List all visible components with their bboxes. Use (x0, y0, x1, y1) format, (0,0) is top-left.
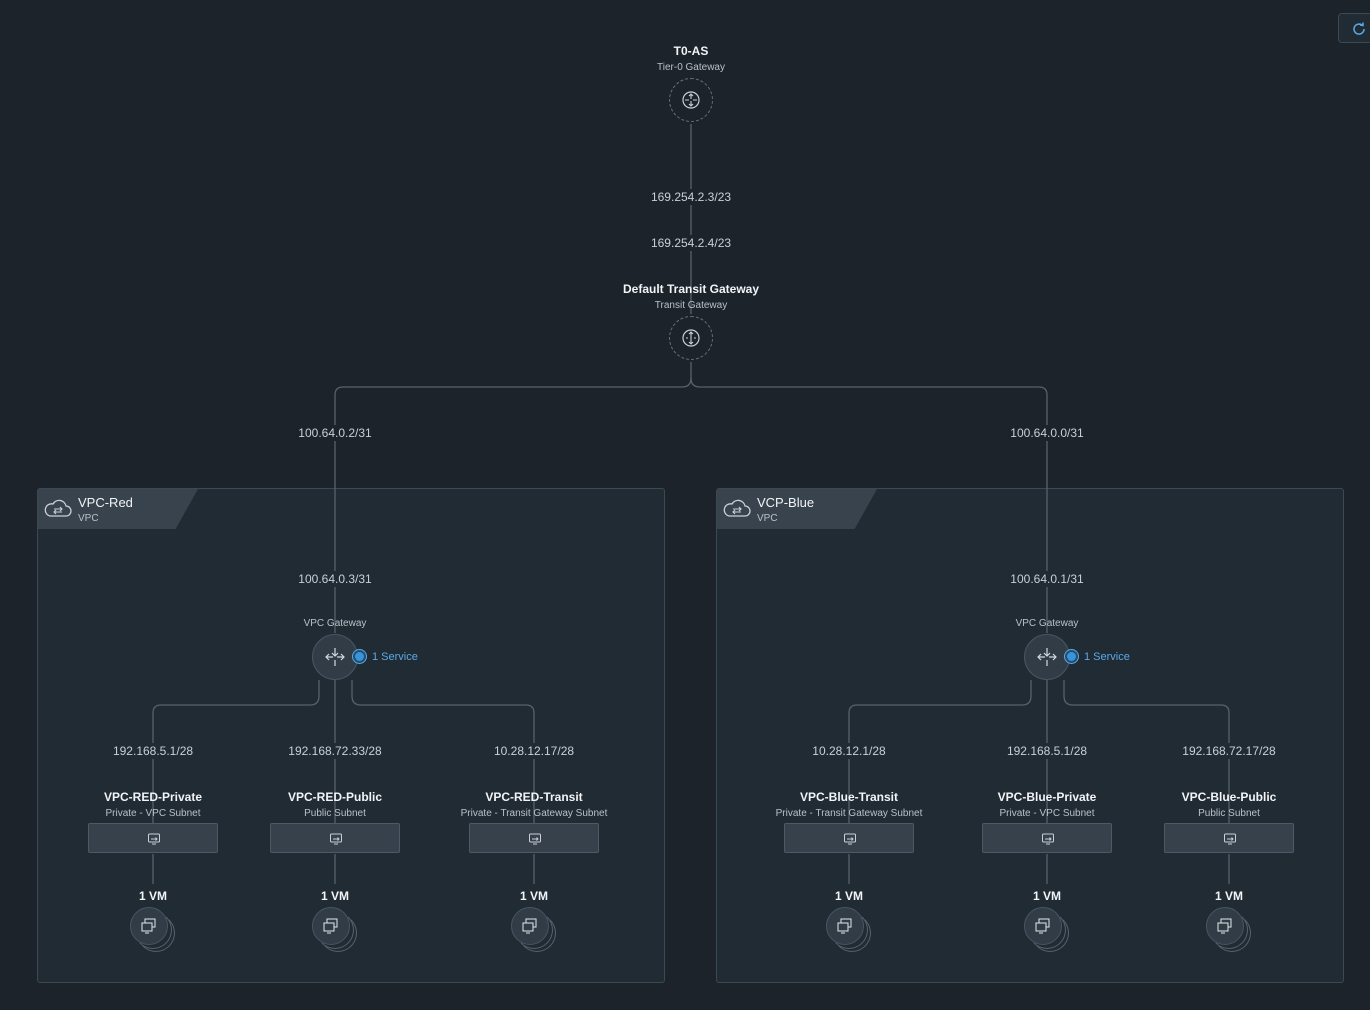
cloud-icon (723, 499, 751, 517)
vm-stack-ring (518, 914, 556, 952)
vpc-transit-ip: 100.64.0.0/31 (1008, 425, 1086, 441)
transit-gateway-type: Transit Gateway (654, 300, 728, 311)
vm-icon (323, 918, 338, 934)
vm-stack-ring (319, 914, 357, 952)
subnet-icon (529, 833, 541, 845)
vm-stack-ring (833, 914, 871, 952)
vm-node[interactable] (1206, 907, 1244, 945)
vpc-type: VPC (78, 513, 99, 524)
transit-gateway-node[interactable] (669, 316, 713, 360)
vm-icon (522, 918, 537, 934)
vm-node[interactable] (1024, 907, 1062, 945)
subnet-node[interactable] (1164, 823, 1294, 853)
subnet-node[interactable] (982, 823, 1112, 853)
vm-icon (1035, 918, 1050, 934)
service-dot-icon (353, 650, 366, 663)
subnet-ip: 10.28.12.1/28 (810, 743, 888, 759)
vpc-header-tab[interactable] (38, 489, 198, 529)
cloud-icon (44, 499, 72, 517)
vpc-container-blue: VCP-Blue VPC (716, 488, 1344, 983)
subnet-type: Public Subnet (1198, 808, 1260, 819)
vpc-container-red: VPC-Red VPC (37, 488, 665, 983)
vpc-gateway-node[interactable] (312, 634, 358, 680)
vm-stack-ring (1213, 914, 1251, 952)
vm-count[interactable]: 1 VM (138, 889, 168, 903)
subnet-type: Private - Transit Gateway Subnet (460, 808, 608, 819)
subnet-ip: 10.28.12.17/28 (491, 743, 577, 759)
vm-node[interactable] (130, 907, 168, 945)
vm-icon (1217, 918, 1232, 934)
subnet-name[interactable]: VPC-Blue-Transit (799, 790, 899, 804)
vpc-gateway-icon (1037, 648, 1057, 666)
subnet-name[interactable]: VPC-RED-Transit (485, 790, 583, 804)
refresh-button[interactable] (1338, 13, 1370, 43)
subnet-name[interactable]: VPC-Blue-Private (997, 790, 1097, 804)
subnet-type: Private - VPC Subnet (105, 808, 201, 819)
vm-stack-ring (1210, 911, 1248, 949)
vm-count[interactable]: 1 VM (519, 889, 549, 903)
vm-stack-ring (137, 914, 175, 952)
service-indicator[interactable]: 1 Service (1065, 650, 1130, 663)
vm-stack-ring (830, 911, 868, 949)
subnet-name[interactable]: VPC-RED-Private (103, 790, 203, 804)
vm-count[interactable]: 1 VM (1032, 889, 1062, 903)
vm-node[interactable] (511, 907, 549, 945)
subnet-ip: 192.168.72.17/28 (1180, 743, 1278, 759)
subnet-type: Public Subnet (304, 808, 366, 819)
vpc-gateway-node[interactable] (1024, 634, 1070, 680)
subnet-type: Private - VPC Subnet (999, 808, 1095, 819)
vm-count[interactable]: 1 VM (320, 889, 350, 903)
refresh-icon (1353, 22, 1365, 35)
subnet-node[interactable] (270, 823, 400, 853)
vpc-gateway-icon (325, 648, 345, 666)
vm-node[interactable] (826, 907, 864, 945)
subnet-ip: 192.168.5.1/28 (110, 743, 196, 759)
vm-stack-ring (1031, 914, 1069, 952)
service-dot-icon (1065, 650, 1078, 663)
transit-gateway-name[interactable]: Default Transit Gateway (622, 282, 760, 296)
vm-count[interactable]: 1 VM (1214, 889, 1244, 903)
subnet-icon (844, 833, 856, 845)
subnet-name[interactable]: VPC-RED-Public (287, 790, 383, 804)
subnet-type: Private - Transit Gateway Subnet (775, 808, 923, 819)
vpc-transit-ip: 100.64.0.2/31 (296, 425, 374, 441)
tier0-gateway-node[interactable] (669, 78, 713, 122)
vpc-type: VPC (757, 513, 778, 524)
vpc-gateway-ip: 100.64.0.3/31 (296, 571, 374, 587)
subnet-node[interactable] (469, 823, 599, 853)
subnet-name[interactable]: VPC-Blue-Public (1181, 790, 1277, 804)
router-icon (682, 91, 700, 109)
transit-gateway-icon (682, 329, 700, 347)
tier0-uplink-ip: 169.254.2.3/23 (648, 189, 734, 205)
vm-stack-ring (1028, 911, 1066, 949)
service-indicator[interactable]: 1 Service (353, 650, 418, 663)
vpc-gateway-ip: 100.64.0.1/31 (1008, 571, 1086, 587)
subnet-node[interactable] (88, 823, 218, 853)
vpc-name[interactable]: VCP-Blue (757, 495, 815, 510)
subnet-icon (148, 833, 160, 845)
subnet-icon (1224, 833, 1236, 845)
vpc-gateway-label: VPC Gateway (303, 618, 367, 629)
vm-stack-ring (316, 911, 354, 949)
service-count[interactable]: 1 Service (372, 650, 418, 663)
subnet-ip: 192.168.72.33/28 (286, 743, 384, 759)
vm-node[interactable] (312, 907, 350, 945)
subnet-icon (1042, 833, 1054, 845)
vpc-header-tab[interactable] (717, 489, 877, 529)
vm-stack-ring (515, 911, 553, 949)
subnet-node[interactable] (784, 823, 914, 853)
vm-count[interactable]: 1 VM (834, 889, 864, 903)
service-count[interactable]: 1 Service (1084, 650, 1130, 663)
vm-stack-ring (134, 911, 172, 949)
tier0-type: Tier-0 Gateway (657, 62, 725, 73)
subnet-icon (330, 833, 342, 845)
transit-gateway-ip: 169.254.2.4/23 (648, 235, 734, 251)
tier0-name[interactable]: T0-AS (673, 44, 709, 58)
vpc-name[interactable]: VPC-Red (78, 495, 133, 510)
vm-icon (837, 918, 852, 934)
vpc-gateway-label: VPC Gateway (1015, 618, 1079, 629)
vm-icon (141, 918, 156, 934)
subnet-ip: 192.168.5.1/28 (1004, 743, 1090, 759)
